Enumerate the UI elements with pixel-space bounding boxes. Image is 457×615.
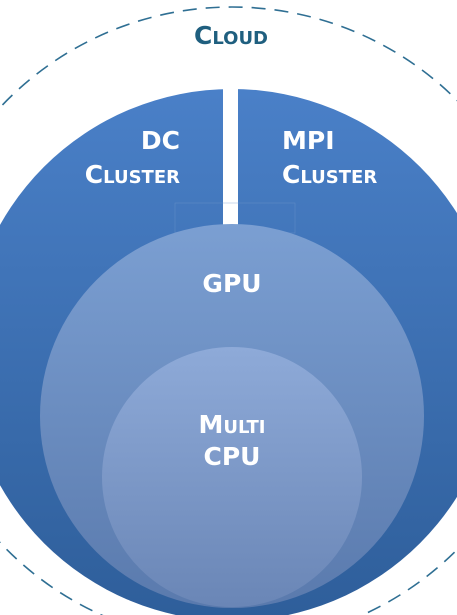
multi-cpu-region bbox=[102, 347, 362, 607]
dc-cluster-label-line2: Cluster bbox=[85, 160, 180, 189]
cloud-boundary bbox=[0, 6, 457, 615]
cluster-divider bbox=[223, 80, 238, 225]
dc-cluster-label-line1: DC bbox=[141, 126, 180, 155]
multi-cpu-label-line2: CPU bbox=[204, 442, 261, 471]
gpu-label: GPU bbox=[202, 269, 261, 298]
mpi-cluster-label-line1: MPI bbox=[282, 126, 335, 155]
cloud-label: Cloud bbox=[194, 21, 268, 50]
multi-cpu-label-line1: Multi bbox=[199, 410, 266, 439]
mpi-cluster-label-line2: Cluster bbox=[282, 160, 377, 189]
